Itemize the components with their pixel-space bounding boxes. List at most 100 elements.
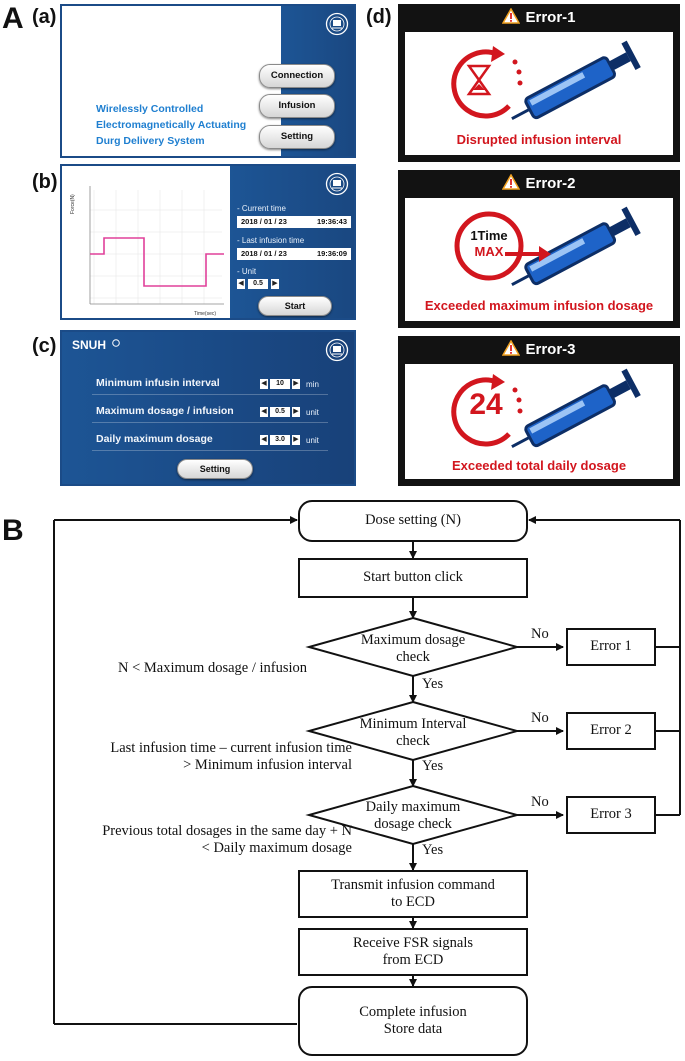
daily-max-unit: unit: [306, 436, 319, 445]
row-divider: [92, 394, 328, 395]
setting-button[interactable]: Setting: [259, 125, 335, 149]
unit-increase-button[interactable]: ▶: [271, 279, 279, 289]
condition-2-line2: > Minimum infusion interval: [183, 757, 352, 774]
connection-button[interactable]: Connection: [259, 64, 335, 88]
error-1-title: Error-1: [525, 9, 576, 26]
university-emblem-icon: [325, 338, 349, 362]
start-button[interactable]: Start: [258, 296, 332, 316]
error-3-header: Error-3: [398, 336, 680, 364]
error-3-content: 24 Exceeded total daily dosage: [405, 364, 673, 479]
figure-label-a-upper: A: [2, 2, 24, 35]
error-2-node: Error 2: [566, 712, 656, 750]
max-dosage-value[interactable]: 0.5: [270, 407, 290, 417]
dose-setting-text: Dose setting (N): [365, 512, 461, 529]
error-2-panel: Error-2 1Time MAX Exceeded maximum infus…: [398, 170, 680, 328]
chart-xlabel: Time(sec): [194, 311, 216, 317]
error-3-caption: Exceeded total daily dosage: [451, 458, 627, 473]
condition-2-label: Last infusion time – current infusion ti…: [60, 740, 352, 775]
error-2-badge-line1: 1Time: [470, 228, 508, 243]
error-2-title: Error-2: [525, 175, 576, 192]
yes-label-3: Yes: [422, 842, 444, 858]
error-3-title: Error-3: [525, 341, 576, 358]
unit-decrease-button[interactable]: ◀: [237, 279, 245, 289]
condition-2-line1: Last infusion time – current infusion ti…: [110, 740, 352, 756]
settings-save-button[interactable]: Setting: [177, 459, 253, 479]
warning-icon: [502, 173, 521, 190]
error-1-content: Disrupted infusion interval: [405, 32, 673, 155]
error-1-header: Error-1: [398, 4, 680, 32]
condition-3-line1: Previous total dosages in the same day +…: [102, 823, 352, 839]
start-click-node: Start button click: [298, 558, 528, 598]
university-emblem-icon: [325, 172, 349, 196]
check1-line2: check: [396, 649, 430, 666]
yes-label-1: Yes: [422, 676, 444, 692]
max-dosage-check-diamond: [305, 616, 521, 678]
last-infusion-label: - Last infusion time: [237, 236, 305, 245]
unit-label: - Unit: [237, 267, 257, 276]
brand-mark-icon: [112, 339, 120, 347]
error-2-header: Error-2: [398, 170, 680, 198]
current-time-label: - Current time: [237, 204, 286, 213]
infusion-button[interactable]: Infusion: [259, 94, 335, 118]
check1-line1: Maximum dosage: [360, 632, 466, 648]
panel-label-b: (b): [32, 171, 58, 193]
error-1-node-text: Error 1: [590, 638, 632, 655]
min-interval-increase-button[interactable]: ▶: [292, 379, 300, 389]
error-2-caption: Exceeded maximum infusion dosage: [424, 298, 654, 313]
force-time-chart: Force(N) Time(sec): [66, 170, 228, 318]
max-dosage-unit: unit: [306, 408, 319, 417]
error-2-content: 1Time MAX Exceeded maximum infusion dosa…: [405, 198, 673, 321]
error-2-badge-line2: MAX: [474, 244, 504, 259]
check1-text: Maximum dosage check: [333, 632, 493, 667]
university-emblem-icon: [325, 12, 349, 36]
unit-value-field[interactable]: 0.5: [248, 279, 268, 289]
warning-icon: [502, 339, 521, 356]
complete-node: Complete infusion Store data: [298, 986, 528, 1056]
condition-3-line2: < Daily maximum dosage: [201, 840, 352, 857]
min-interval-label: Minimum infusin interval: [96, 377, 220, 389]
last-clock-value: 19:36:09: [316, 249, 347, 258]
panel-b-infusion-screen: Force(N) Time(sec) - Current time 2018 /…: [60, 164, 356, 320]
app-title-line-1: Wirelessly Controlled: [96, 103, 204, 115]
complete-line1: Complete infusion: [359, 1003, 467, 1020]
daily-max-decrease-button[interactable]: ◀: [260, 435, 268, 445]
transmit-node: Transmit infusion command to ECD: [298, 870, 528, 918]
min-interval-decrease-button[interactable]: ◀: [260, 379, 268, 389]
dose-setting-node: Dose setting (N): [298, 500, 528, 542]
check2-line1: Minimum Interval: [359, 716, 467, 732]
error-3-badge: 24: [469, 388, 503, 421]
current-time-field: 2018 / 01 / 23 19:36:43: [237, 216, 351, 228]
error-3-node: Error 3: [566, 796, 656, 834]
daily-max-increase-button[interactable]: ▶: [292, 435, 300, 445]
panel-b-blue-sidebar: [230, 166, 354, 318]
daily-max-check-diamond: [305, 784, 521, 846]
max-dosage-decrease-button[interactable]: ◀: [260, 407, 268, 417]
no-label-2: No: [531, 710, 549, 726]
last-date-value: 2018 / 01 / 23: [241, 249, 287, 258]
daily-max-value[interactable]: 3.0: [270, 435, 290, 445]
figure-label-b-upper: B: [2, 514, 24, 547]
syringe-hourglass-icon: [451, 40, 641, 121]
row-divider: [92, 450, 328, 451]
receive-line1: Receive FSR signals: [352, 934, 474, 951]
transmit-line2: to ECD: [391, 894, 435, 910]
max-dosage-increase-button[interactable]: ▶: [292, 407, 300, 417]
last-infusion-field: 2018 / 01 / 23 19:36:09: [237, 248, 351, 260]
error-1-caption: Disrupted infusion interval: [456, 132, 622, 147]
panel-label-a: (a): [32, 6, 57, 28]
check2-line2: check: [396, 733, 430, 750]
daily-max-label: Daily maximum dosage: [96, 433, 213, 445]
check2-text: Minimum Interval check: [333, 716, 493, 751]
transmit-line1: Transmit infusion command: [331, 876, 495, 893]
error-2-node-text: Error 2: [590, 722, 632, 739]
min-interval-value[interactable]: 10: [270, 379, 290, 389]
condition-3-label: Previous total dosages in the same day +…: [52, 823, 352, 858]
warning-icon: [502, 7, 521, 24]
app-title-line-3: Durg Delivery System: [96, 135, 205, 147]
panel-c-settings-screen: SNUH Minimum infusin interval ◀ 10 ▶ min…: [60, 330, 356, 486]
start-click-text: Start button click: [363, 569, 463, 586]
error-1-panel: Error-1 Disrupted infusion interval: [398, 4, 680, 162]
check3-line2: dosage check: [374, 816, 452, 833]
condition-1-label: N < Maximum dosage / infusion: [118, 660, 308, 676]
